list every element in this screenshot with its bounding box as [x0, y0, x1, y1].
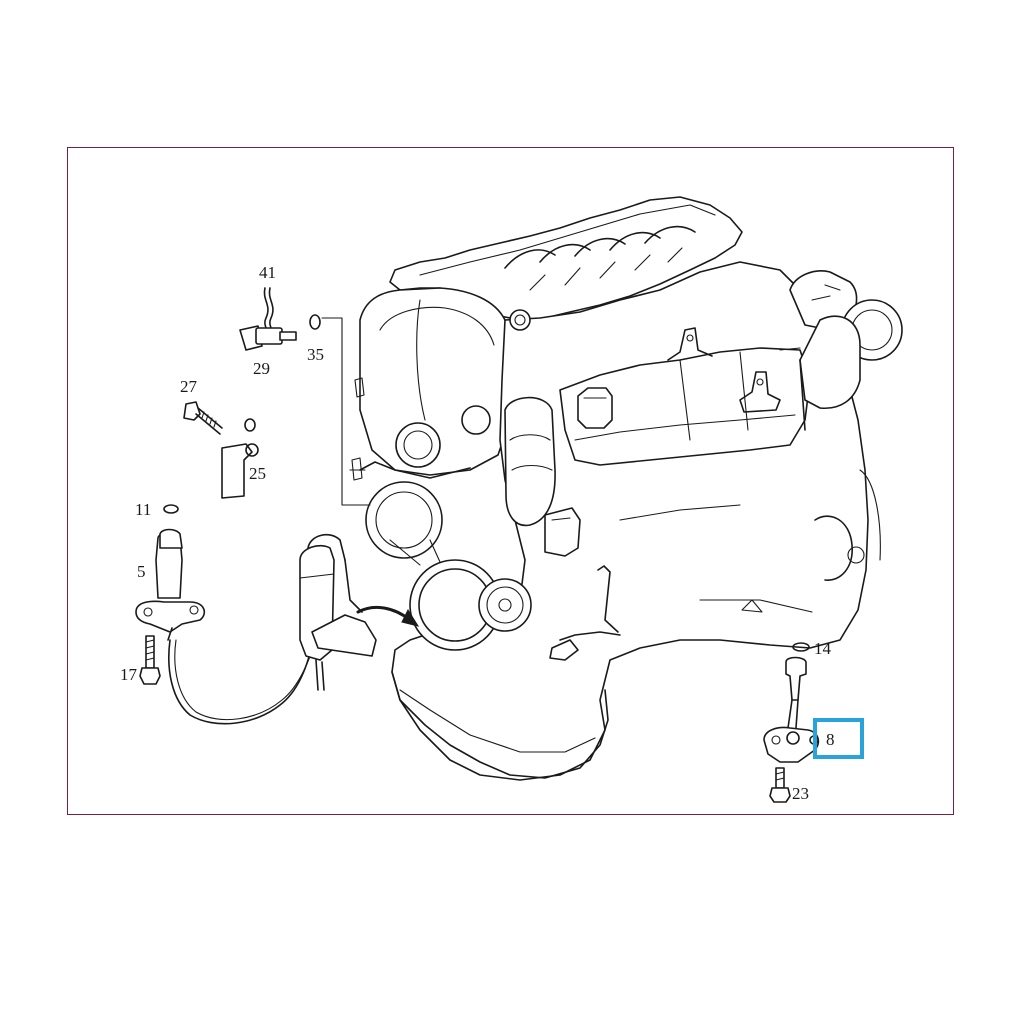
- part-label-29: 29: [253, 359, 270, 378]
- leader-line-35: [321, 317, 371, 506]
- arrow-head-icon: [401, 608, 420, 627]
- part-label-23: 23: [792, 784, 809, 803]
- part-label-41: 41: [259, 263, 276, 282]
- part-label-5: 5: [137, 562, 146, 581]
- part-label-14: 14: [814, 639, 832, 658]
- part-label-25: 25: [249, 464, 266, 483]
- part-8-14-23-sensor: [763, 642, 820, 803]
- sensor-connector-bracket: [299, 533, 377, 691]
- part-27-25-bolt-bracket: [183, 401, 259, 499]
- engine-assembly: [351, 196, 903, 781]
- part-label-11: 11: [135, 500, 151, 519]
- part-label-35: 35: [307, 345, 324, 364]
- part-label-17: 17: [120, 665, 138, 684]
- part-41-29-sensor: [239, 287, 321, 351]
- arrow-icon: [356, 605, 412, 622]
- part-8-highlight-box[interactable]: [813, 718, 864, 759]
- part-label-8: 8: [826, 730, 835, 749]
- diagram-frame: [67, 147, 954, 815]
- part-label-27: 27: [180, 377, 198, 396]
- part-5-11-17-crank-sensor: [135, 504, 321, 725]
